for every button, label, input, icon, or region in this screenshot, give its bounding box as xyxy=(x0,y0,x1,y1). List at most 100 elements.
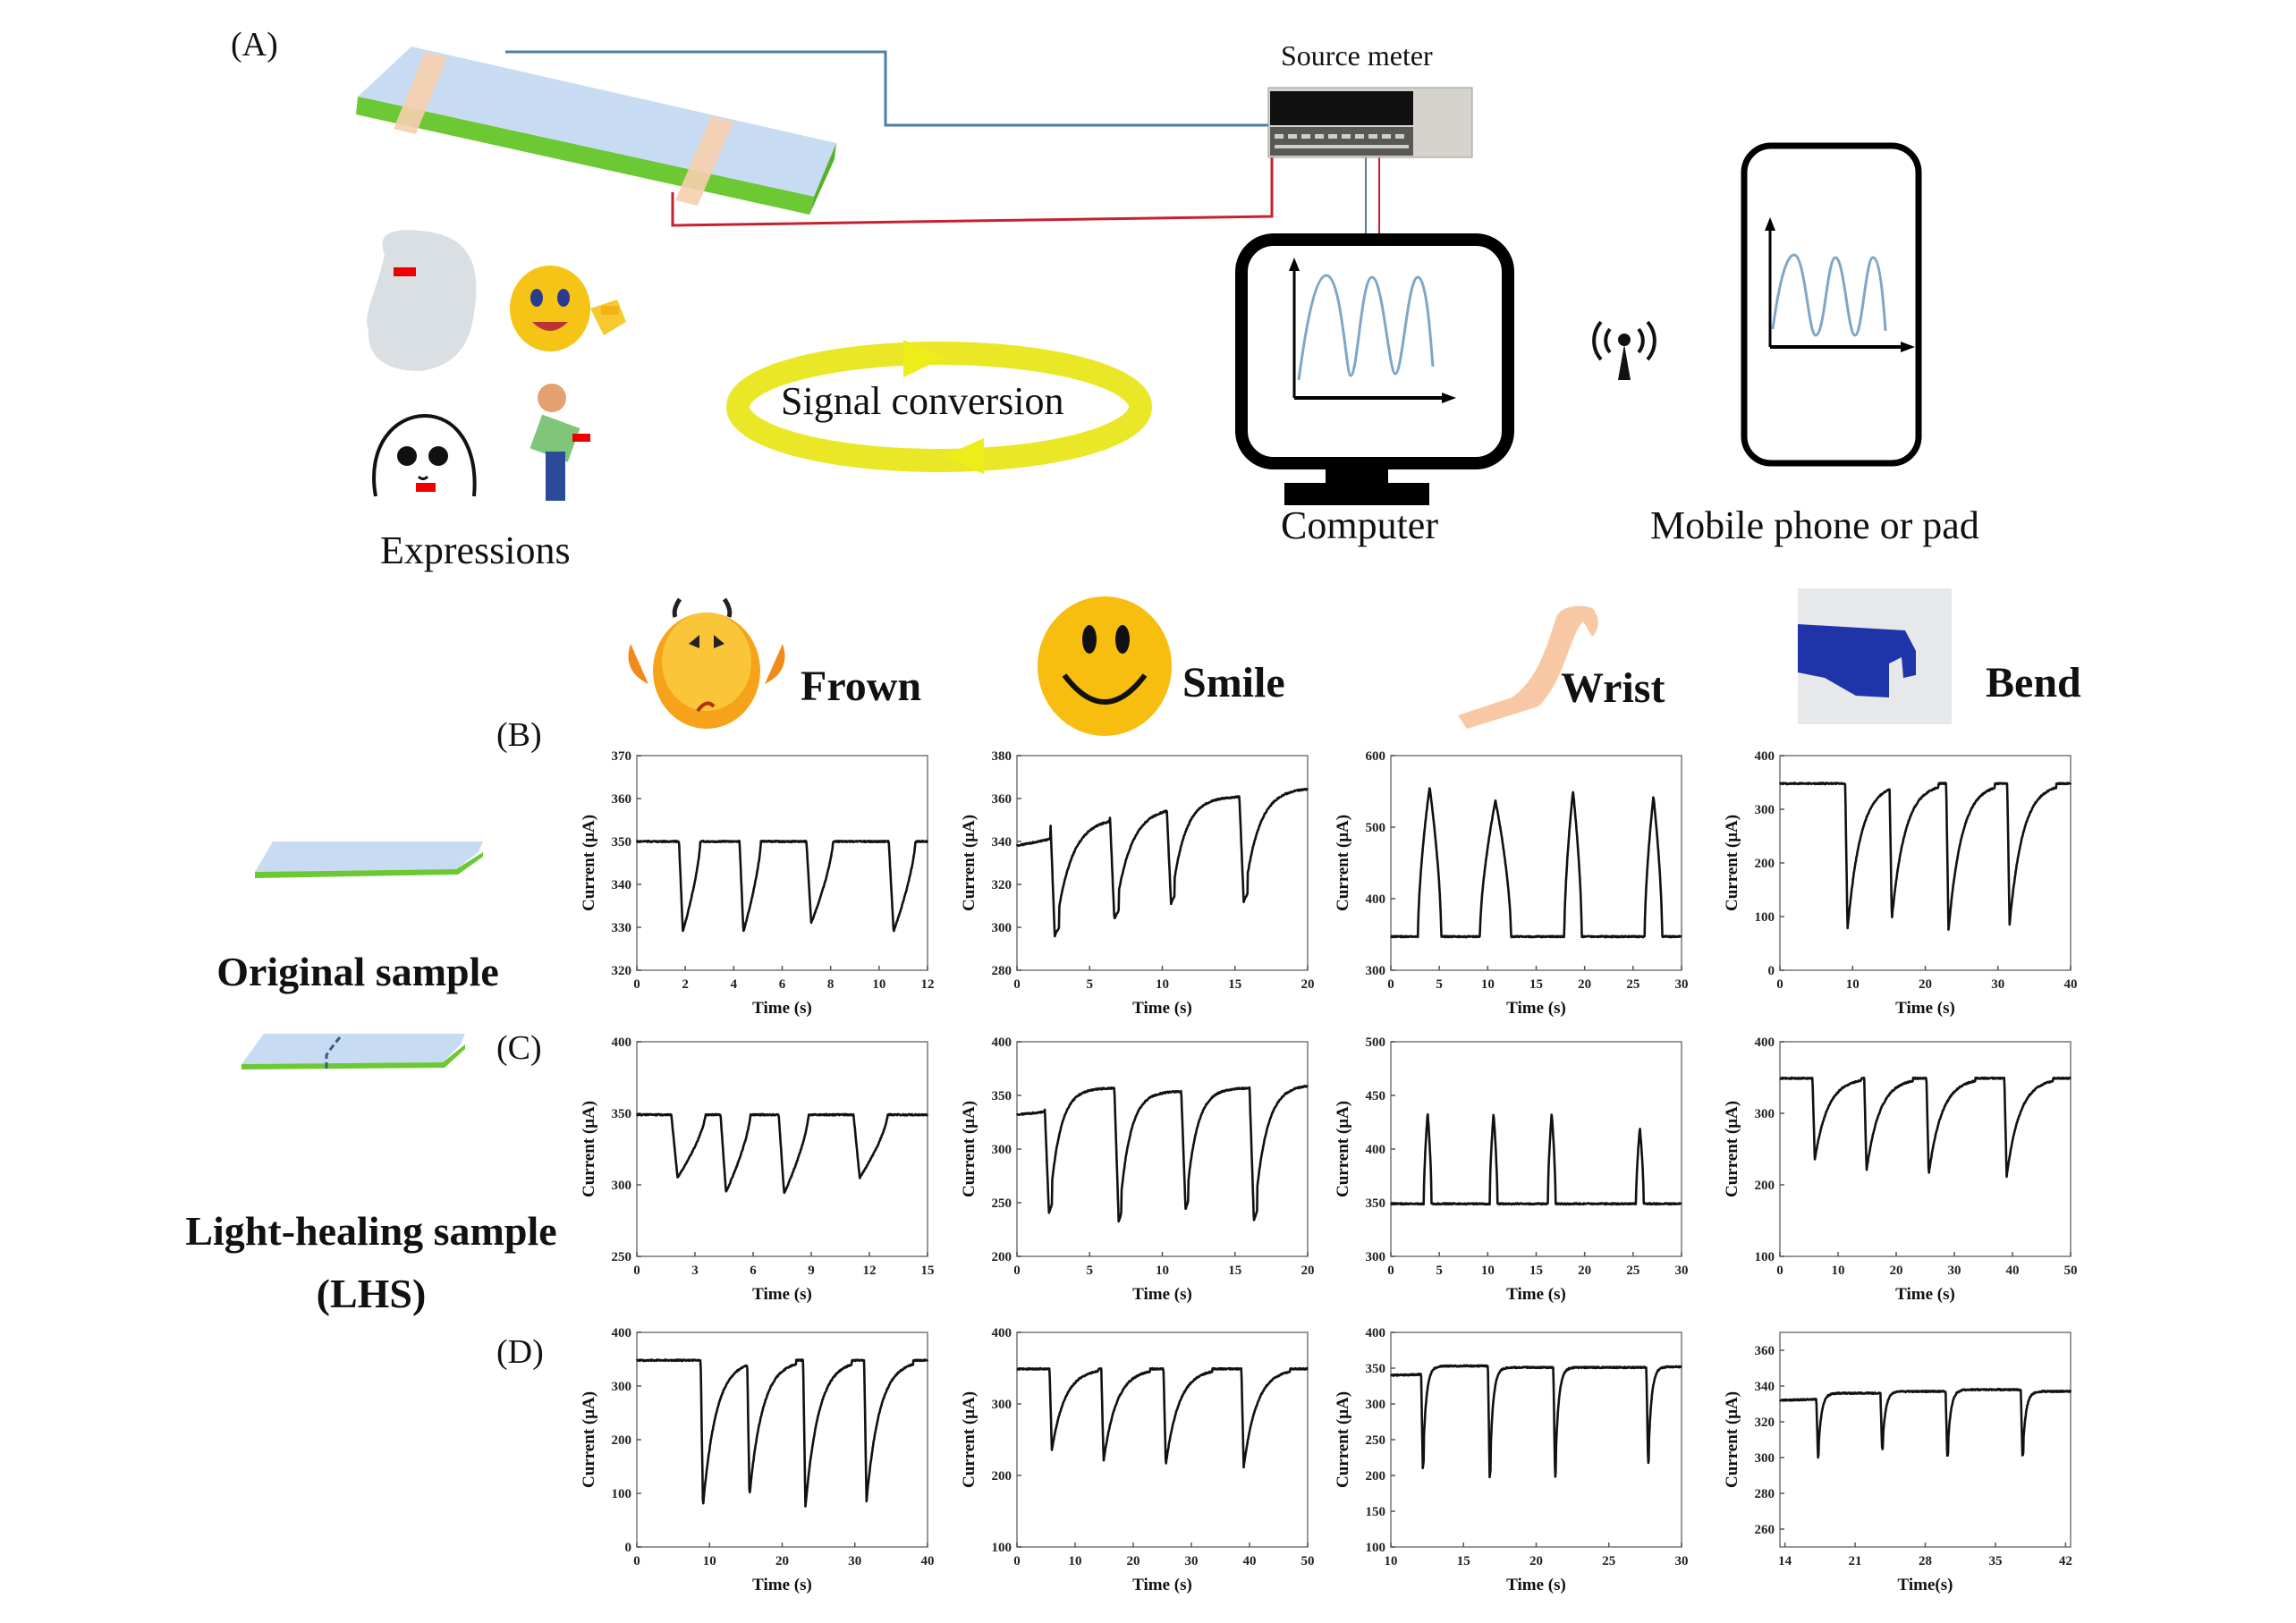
y-tick-label: 250 xyxy=(612,1250,632,1264)
original-sample-label: Original sample xyxy=(161,948,555,995)
x-tick-label: 9 xyxy=(808,1264,815,1278)
y-tick-label: 500 xyxy=(1366,1036,1386,1050)
x-tick-label: 12 xyxy=(863,1264,877,1278)
bent-finger-photo-icon xyxy=(1798,588,1952,724)
current-trace xyxy=(637,1114,928,1193)
plot-frame xyxy=(1780,756,2071,970)
mobile-phone-icon xyxy=(1744,146,1919,463)
computer-label: Computer xyxy=(1281,503,1438,548)
x-tick-label: 5 xyxy=(1436,1264,1443,1278)
x-tick-label: 10 xyxy=(1156,1264,1169,1278)
y-axis-title: Current (μA) xyxy=(960,1391,979,1488)
x-tick-label: 40 xyxy=(1243,1554,1257,1568)
y-tick-label: 400 xyxy=(1366,1326,1386,1340)
y-tick-label: 400 xyxy=(1366,892,1386,907)
y-tick-label: 320 xyxy=(1755,1416,1775,1430)
plot-frame xyxy=(637,1332,928,1547)
y-tick-label: 340 xyxy=(1755,1380,1775,1394)
y-axis-title: Current (μA) xyxy=(1723,1391,1741,1488)
panel-label-b: (B) xyxy=(496,715,542,755)
x-tick-label: 0 xyxy=(1013,1264,1021,1278)
y-tick-label: 200 xyxy=(992,1250,1012,1264)
y-tick-label: 280 xyxy=(992,964,1012,978)
y-tick-label: 200 xyxy=(1755,1179,1775,1193)
source-meter-icon xyxy=(1268,88,1472,157)
x-tick-label: 8 xyxy=(827,977,835,992)
x-tick-label: 4 xyxy=(731,977,738,992)
y-tick-label: 350 xyxy=(1366,1362,1386,1376)
y-tick-label: 100 xyxy=(992,1541,1012,1555)
y-tick-label: 400 xyxy=(1755,1036,1775,1050)
x-axis-title: Time (s) xyxy=(1132,1576,1192,1594)
y-tick-label: 400 xyxy=(1755,749,1775,764)
gesture-label-smile: Smile xyxy=(1182,658,1285,707)
y-axis-title: Current (μA) xyxy=(1723,1101,1741,1197)
x-axis-title: Time (s) xyxy=(752,999,812,1018)
plot-frame xyxy=(1391,1332,1682,1547)
y-tick-label: 300 xyxy=(612,1380,632,1394)
y-tick-label: 100 xyxy=(1755,910,1775,925)
y-axis-title: Current (μA) xyxy=(580,815,598,911)
current-trace xyxy=(1017,789,1308,936)
x-tick-label: 21 xyxy=(1849,1554,1862,1568)
x-tick-label: 3 xyxy=(691,1264,699,1278)
current-trace xyxy=(1017,1086,1308,1221)
x-axis-title: Time (s) xyxy=(1132,999,1192,1018)
original-sample-strip-icon xyxy=(255,841,483,878)
y-tick-label: 300 xyxy=(1366,1398,1386,1412)
x-tick-label: 30 xyxy=(1675,1264,1689,1278)
x-tick-label: 20 xyxy=(1301,1264,1315,1278)
x-tick-label: 0 xyxy=(633,1554,640,1568)
current-trace xyxy=(637,1360,928,1507)
x-axis-title: Time (s) xyxy=(1506,1576,1566,1594)
x-tick-label: 40 xyxy=(2006,1264,2020,1278)
y-tick-label: 400 xyxy=(1366,1143,1386,1157)
x-tick-label: 14 xyxy=(1778,1554,1792,1568)
x-axis-title: Time (s) xyxy=(752,1576,812,1594)
cartoon-face-icon xyxy=(374,416,475,496)
x-tick-label: 20 xyxy=(1529,1554,1543,1568)
lhs-sample-label: Light-healing sample xyxy=(161,1207,581,1255)
current-trace xyxy=(1391,1114,1682,1205)
x-tick-label: 0 xyxy=(1013,1554,1021,1568)
current-trace xyxy=(1017,1368,1308,1467)
x-tick-label: 20 xyxy=(1919,977,1932,992)
y-tick-label: 200 xyxy=(1366,1469,1386,1484)
plot-frame xyxy=(1780,1042,2071,1256)
frown-emoji-icon xyxy=(629,599,785,729)
x-tick-label: 42 xyxy=(2059,1554,2072,1568)
x-tick-label: 0 xyxy=(1387,1264,1394,1278)
wireless-antenna-icon xyxy=(1594,322,1655,380)
x-tick-label: 15 xyxy=(1228,1264,1241,1278)
x-tick-label: 15 xyxy=(1457,1554,1470,1568)
y-tick-label: 380 xyxy=(992,749,1012,764)
x-tick-label: 2 xyxy=(682,977,689,992)
signal-conversion-label: Signal conversion xyxy=(781,378,1064,424)
y-tick-label: 350 xyxy=(1366,1196,1386,1211)
y-tick-label: 300 xyxy=(992,921,1012,935)
x-tick-label: 10 xyxy=(1156,977,1169,992)
panel-label-d: (D) xyxy=(496,1332,544,1372)
expressions-label: Expressions xyxy=(380,528,571,573)
lhs-sample-strip-icon xyxy=(241,1034,465,1069)
y-tick-label: 340 xyxy=(612,878,632,892)
plot-frame xyxy=(1017,1042,1308,1256)
x-tick-label: 20 xyxy=(775,1554,789,1568)
mannequin-face-icon xyxy=(367,230,476,371)
gesture-label-wrist: Wrist xyxy=(1561,664,1665,713)
x-tick-label: 5 xyxy=(1087,977,1094,992)
gesture-label-bend: Bend xyxy=(1986,658,2081,707)
x-tick-label: 0 xyxy=(1387,977,1394,992)
